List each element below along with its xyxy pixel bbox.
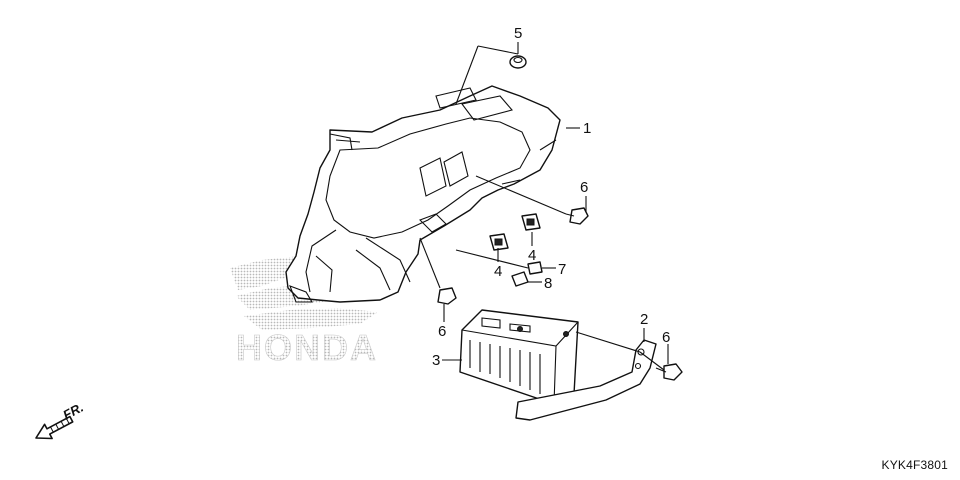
front-arrow-icon (35, 415, 74, 440)
part-6-bolt-right (655, 363, 683, 381)
callout-2: 2 (640, 311, 648, 328)
part-6-bolt-left (437, 287, 457, 305)
callout-6c: 6 (662, 329, 670, 346)
part-4-clip-a (489, 233, 509, 251)
part-5-grommet (509, 55, 527, 69)
callout-3: 3 (432, 352, 440, 369)
part-2-battery-bracket (515, 339, 657, 421)
callout-6a: 6 (580, 179, 588, 196)
callout-4b: 4 (528, 247, 536, 264)
honda-watermark-text: HONDA (236, 327, 378, 368)
part-3-battery (459, 309, 579, 405)
callout-4a: 4 (494, 263, 502, 280)
callout-6b: 6 (438, 323, 446, 340)
figure-code: KYK4F3801 (881, 458, 948, 472)
part-4-clip-b (521, 213, 541, 231)
part-8-small-nut (511, 271, 529, 287)
part-6-bolt-upper (565, 207, 589, 225)
leader-lines (419, 42, 669, 371)
callout-8: 8 (544, 275, 552, 292)
callout-1: 1 (583, 120, 591, 137)
callout-7: 7 (558, 261, 566, 278)
callout-5: 5 (514, 25, 522, 42)
part-1-inner-fender (285, 85, 561, 303)
part-7-small-clip (527, 261, 543, 275)
